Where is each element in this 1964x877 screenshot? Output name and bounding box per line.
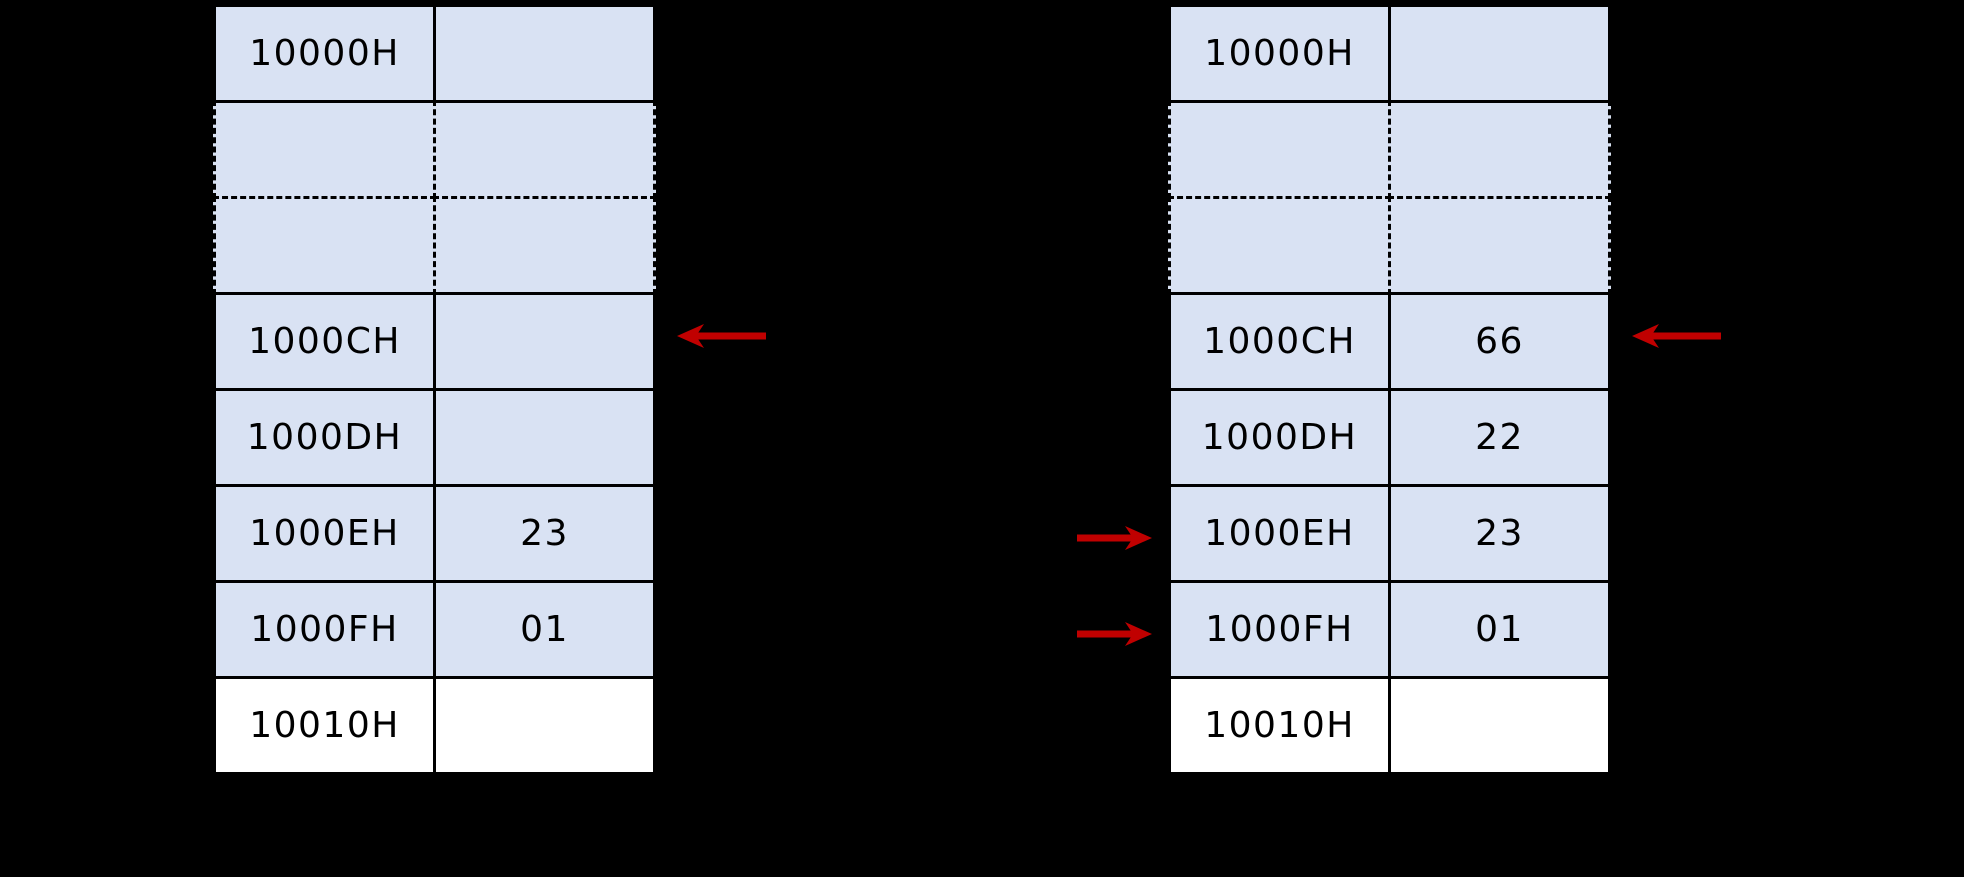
address-cell: 10010H (1168, 676, 1391, 775)
address-cell (1168, 100, 1391, 199)
memory-row (213, 196, 656, 295)
stack-pointer-arrow-left-icon (1632, 324, 1721, 348)
memory-row: 10010H (1168, 676, 1611, 775)
address-cell: 1000CH (1168, 292, 1391, 391)
memory-row (1168, 100, 1611, 199)
value-cell (433, 4, 656, 103)
value-cell (433, 100, 656, 199)
address-cell: 10010H (213, 676, 436, 775)
address-cell: 10000H (1168, 4, 1391, 103)
memory-row: 10000H (213, 4, 656, 103)
value-cell (1388, 676, 1611, 775)
memory-row: 1000DH (213, 388, 656, 487)
value-cell (1388, 196, 1611, 295)
value-cell (1388, 4, 1611, 103)
memory-row: 1000CH (213, 292, 656, 391)
address-cell: 1000FH (1168, 580, 1391, 679)
address-cell: 10000H (213, 4, 436, 103)
value-cell (433, 292, 656, 391)
stack-pointer-arrow-left-icon (677, 324, 766, 348)
address-cell (1168, 196, 1391, 295)
value-cell: 23 (1388, 484, 1611, 583)
value-cell: 23 (433, 484, 656, 583)
value-cell (1388, 100, 1611, 199)
value-cell: 22 (1388, 388, 1611, 487)
value-cell (433, 388, 656, 487)
address-cell: 1000DH (213, 388, 436, 487)
value-cell (433, 196, 656, 295)
value-cell: 01 (1388, 580, 1611, 679)
address-cell: 1000CH (213, 292, 436, 391)
stack-pointer-arrow-right-icon (1077, 622, 1152, 646)
stack-pointer-arrow-right-icon (1077, 526, 1152, 550)
memory-row: 10000H (1168, 4, 1611, 103)
address-cell: 1000EH (213, 484, 436, 583)
address-cell: 1000FH (213, 580, 436, 679)
memory-row (1168, 196, 1611, 295)
address-cell: 1000EH (1168, 484, 1391, 583)
value-cell: 66 (1388, 292, 1611, 391)
memory-row (213, 100, 656, 199)
value-cell (433, 676, 656, 775)
address-cell (213, 100, 436, 199)
address-cell: 1000DH (1168, 388, 1391, 487)
value-cell: 01 (433, 580, 656, 679)
memory-row: 10010H (213, 676, 656, 775)
address-cell (213, 196, 436, 295)
